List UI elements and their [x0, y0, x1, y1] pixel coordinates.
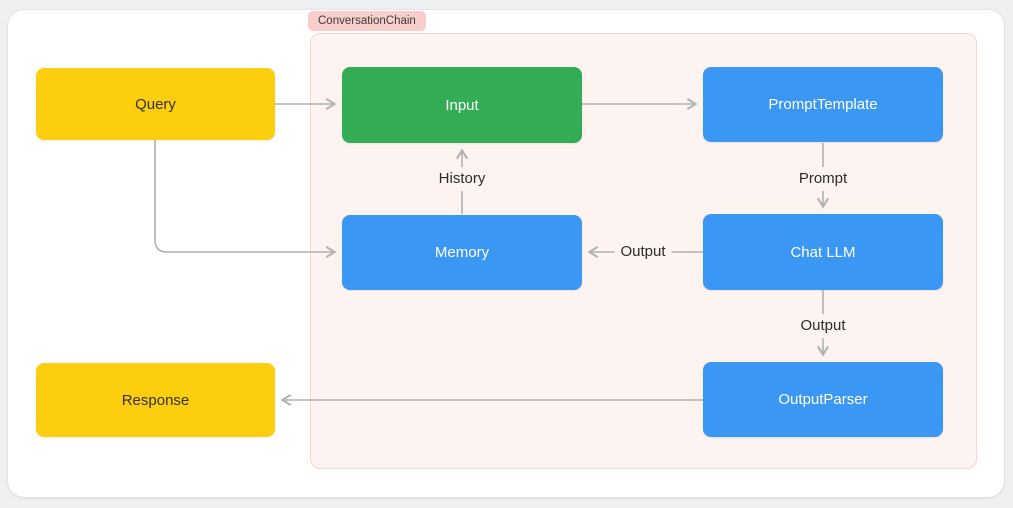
node-input-label: Input	[445, 96, 479, 114]
node-memory: Memory	[342, 215, 582, 290]
conversation-chain-badge: ConversationChain	[308, 11, 426, 31]
node-chat-llm: Chat LLM	[703, 214, 943, 290]
edge-label-output-to-parser: Output	[794, 314, 852, 338]
edge-label-output-to-memory: Output	[614, 240, 672, 264]
node-prompt-template: PromptTemplate	[703, 67, 943, 142]
edge-label-prompt: Prompt	[792, 167, 854, 191]
node-output-parser: OutputParser	[703, 362, 943, 437]
node-query: Query	[36, 68, 275, 140]
node-output-parser-label: OutputParser	[778, 391, 868, 408]
node-query-label: Query	[135, 95, 176, 113]
node-memory-label: Memory	[434, 244, 490, 261]
node-chat-llm-label: Chat LLM	[790, 243, 856, 261]
node-response: Response	[36, 363, 275, 437]
node-input: Input	[342, 67, 582, 143]
edge-label-history: History	[432, 167, 492, 191]
node-response-label: Response	[121, 391, 190, 409]
node-prompt-template-label: PromptTemplate	[768, 96, 878, 113]
